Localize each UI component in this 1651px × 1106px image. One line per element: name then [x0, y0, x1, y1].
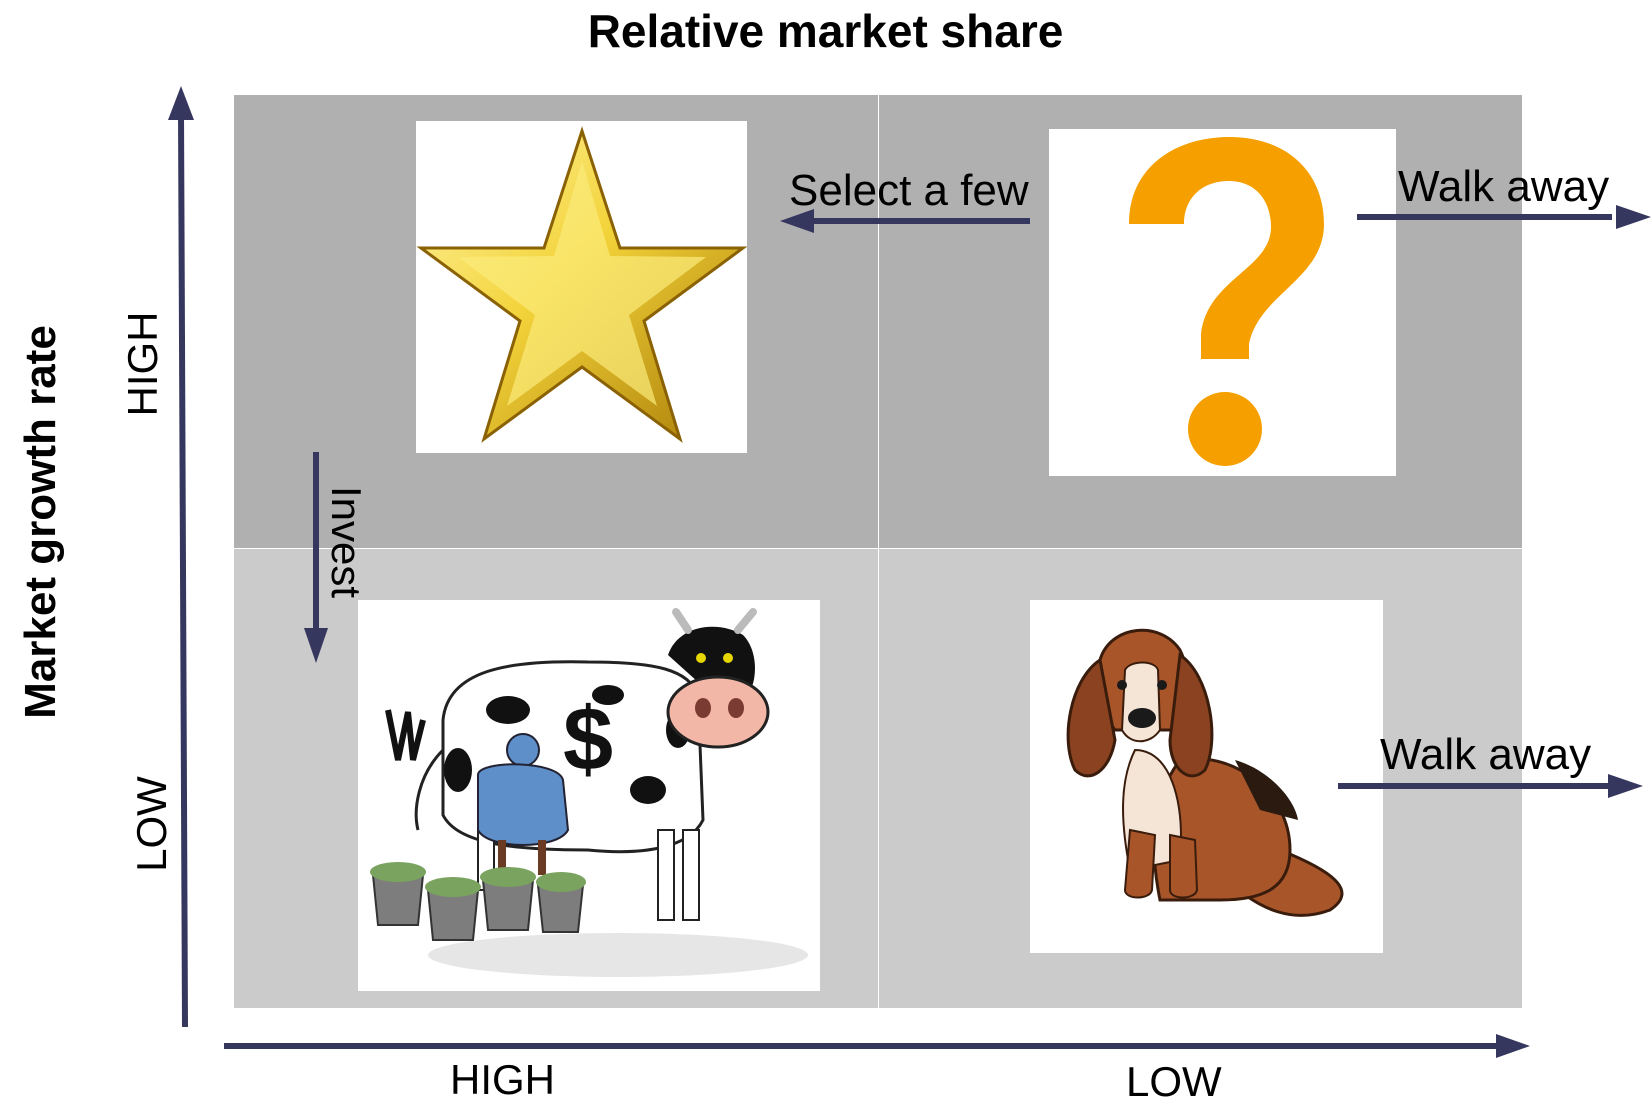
- svg-text:$: $: [563, 690, 613, 790]
- cash-cow-image: $: [358, 600, 820, 991]
- walk-away-bottom-label: Walk away: [1380, 730, 1592, 779]
- chart-title: Relative market share: [587, 5, 1064, 57]
- dog-icon: [1066, 628, 1344, 917]
- walk-away-top-arrowhead: [1616, 205, 1651, 229]
- invest-label: Invest: [323, 485, 370, 599]
- star-image: [416, 121, 747, 453]
- x-axis-arrowhead: [1496, 1034, 1530, 1058]
- y-axis-title: Market growth rate: [16, 325, 65, 719]
- x-axis-low-label: LOW: [1126, 1058, 1222, 1105]
- select-a-few-label: Select a few: [789, 166, 1029, 215]
- star-icon: [416, 126, 747, 443]
- select-a-few-arrowhead: [780, 209, 814, 233]
- invest-arrowhead: [304, 628, 328, 663]
- y-axis-line: [178, 111, 188, 1028]
- question-mark-icon: [1129, 137, 1324, 466]
- y-axis-arrowhead: [168, 86, 194, 120]
- y-axis-low-label: LOW: [128, 776, 175, 872]
- walk-away-bottom-arrowhead: [1608, 774, 1643, 798]
- y-axis-high-label: HIGH: [119, 311, 166, 417]
- question-image: [1049, 129, 1396, 476]
- dog-image: [1030, 600, 1383, 953]
- walk-away-top-label: Walk away: [1398, 162, 1610, 211]
- x-axis-high-label: HIGH: [450, 1056, 555, 1103]
- cash-cow-icon: $: [370, 608, 808, 977]
